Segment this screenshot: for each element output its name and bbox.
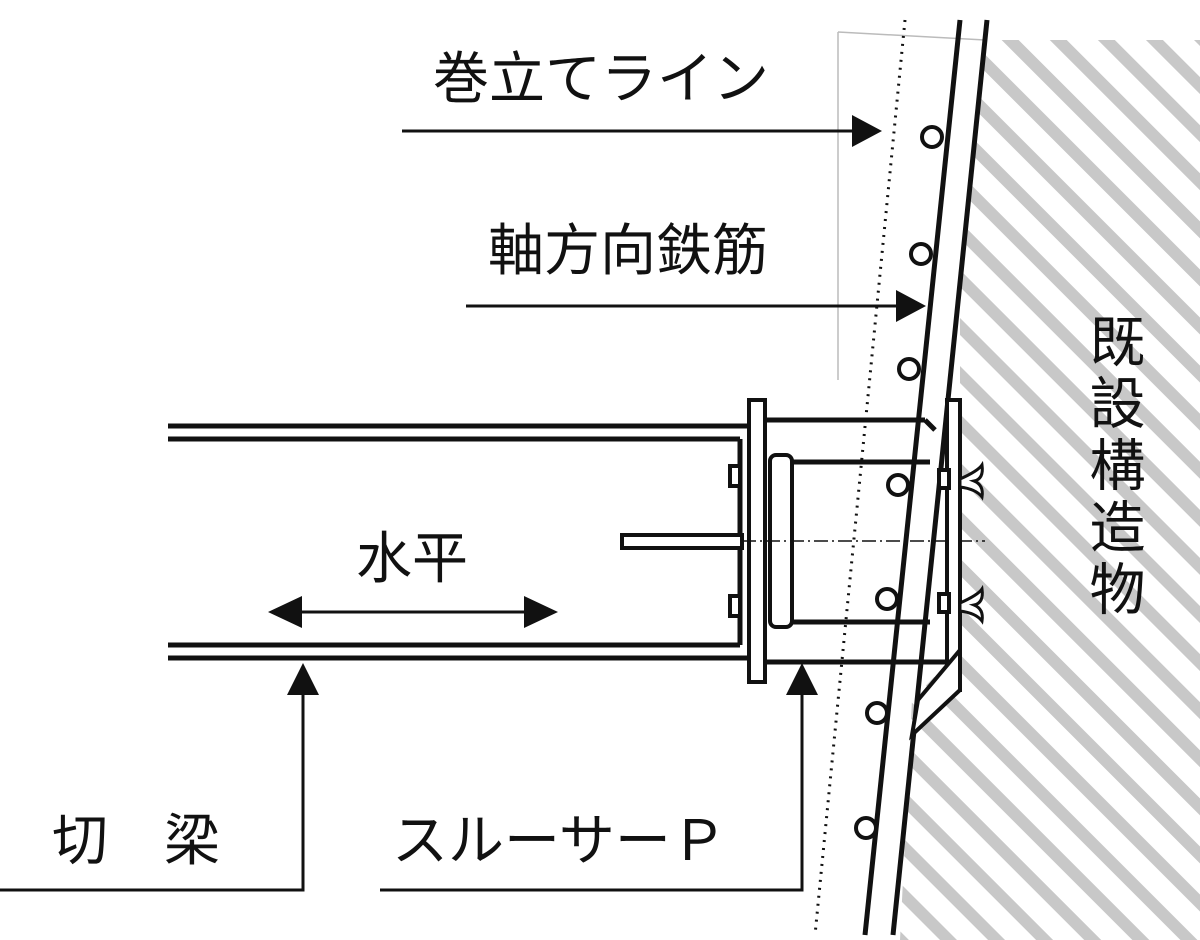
anchor-bracket xyxy=(909,398,984,741)
leader-arrow-wrap-line xyxy=(402,115,882,147)
label-horizontal: 水平 xyxy=(356,527,468,592)
label-kiribari: 切 梁 xyxy=(52,809,220,874)
label-existing-structure: 既設構造物 xyxy=(1080,312,1145,622)
label-axial-rebar: 軸方向鉄筋 xyxy=(488,219,768,284)
leader-arrow-kiribari xyxy=(0,663,319,892)
leader-arrow-axial-rebar xyxy=(466,290,926,322)
leader-arrow-slusa-p xyxy=(380,663,818,892)
label-makitate-line: 巻立てライン xyxy=(433,47,769,112)
strut-beam xyxy=(168,423,748,661)
label-slusa-p: スルーサーＰ xyxy=(392,809,727,874)
center-rod xyxy=(620,533,985,550)
wrap-line-dotted xyxy=(813,19,907,936)
dimension-arrow-horizontal xyxy=(268,596,558,628)
axial-rebar-circles xyxy=(854,125,944,840)
slusa-p-frame xyxy=(765,417,950,665)
existing-structure-hatch xyxy=(900,40,1200,940)
jack-cylinder xyxy=(768,453,930,629)
